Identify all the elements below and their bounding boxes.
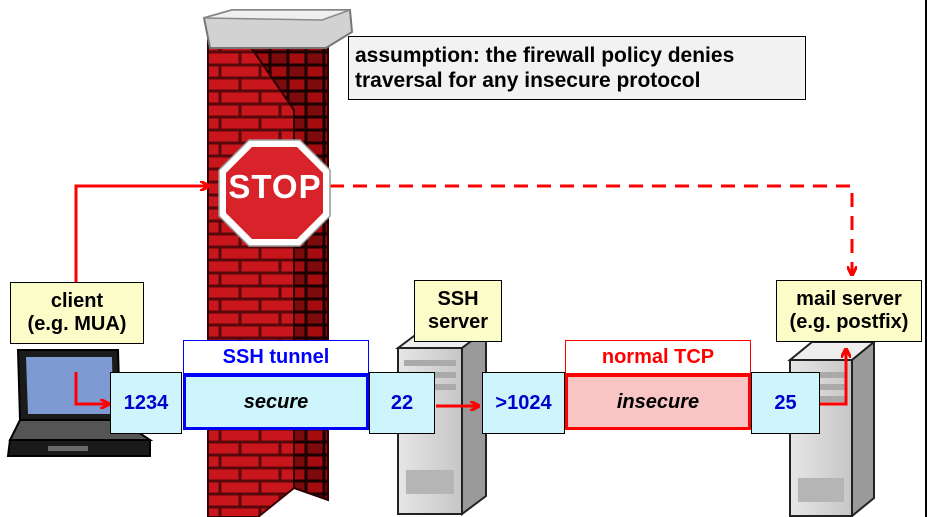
stop-sign-icon xyxy=(218,139,331,247)
port-25: 25 xyxy=(751,372,820,434)
mail-server-label-line-1: mail server xyxy=(796,288,902,310)
client-label-line-1: client xyxy=(50,290,104,312)
ssh-server-label-line-2: server xyxy=(427,311,489,333)
normal-tcp-body: insecure xyxy=(565,374,751,430)
laptop-icon xyxy=(6,349,154,457)
mail-server-label-line-2: (e.g. postfix) xyxy=(789,311,909,333)
mail-server-label: mail server (e.g. postfix) xyxy=(776,280,922,342)
arrow-to-port-1234 xyxy=(74,372,108,404)
port-22: 22 xyxy=(369,372,435,434)
blocked-dashed-arrow xyxy=(330,184,852,274)
assumption-line-1: assumption: the firewall policy denies xyxy=(355,43,735,67)
assumption-note: assumption: the firewall policy denies t… xyxy=(348,36,806,100)
port-1234: 1234 xyxy=(110,372,182,434)
port-1024: >1024 xyxy=(482,372,565,434)
assumption-line-2: traversal for any insecure protocol xyxy=(355,69,701,92)
ssh-server-label: SSH server xyxy=(414,280,502,342)
ssh-server-label-line-1: SSH xyxy=(437,288,479,310)
ssh-tunnel-title: SSH tunnel xyxy=(183,340,369,374)
client-label-line-2: (e.g. MUA) xyxy=(27,313,127,335)
firewall-wall xyxy=(202,9,354,517)
normal-tcp-title: normal TCP xyxy=(565,340,751,374)
client-label: client (e.g. MUA) xyxy=(10,282,144,344)
arrow-25-to-mail xyxy=(820,350,846,406)
stop-sign-label: STOP xyxy=(228,168,322,206)
ssh-tunnel-body: secure xyxy=(183,374,369,430)
